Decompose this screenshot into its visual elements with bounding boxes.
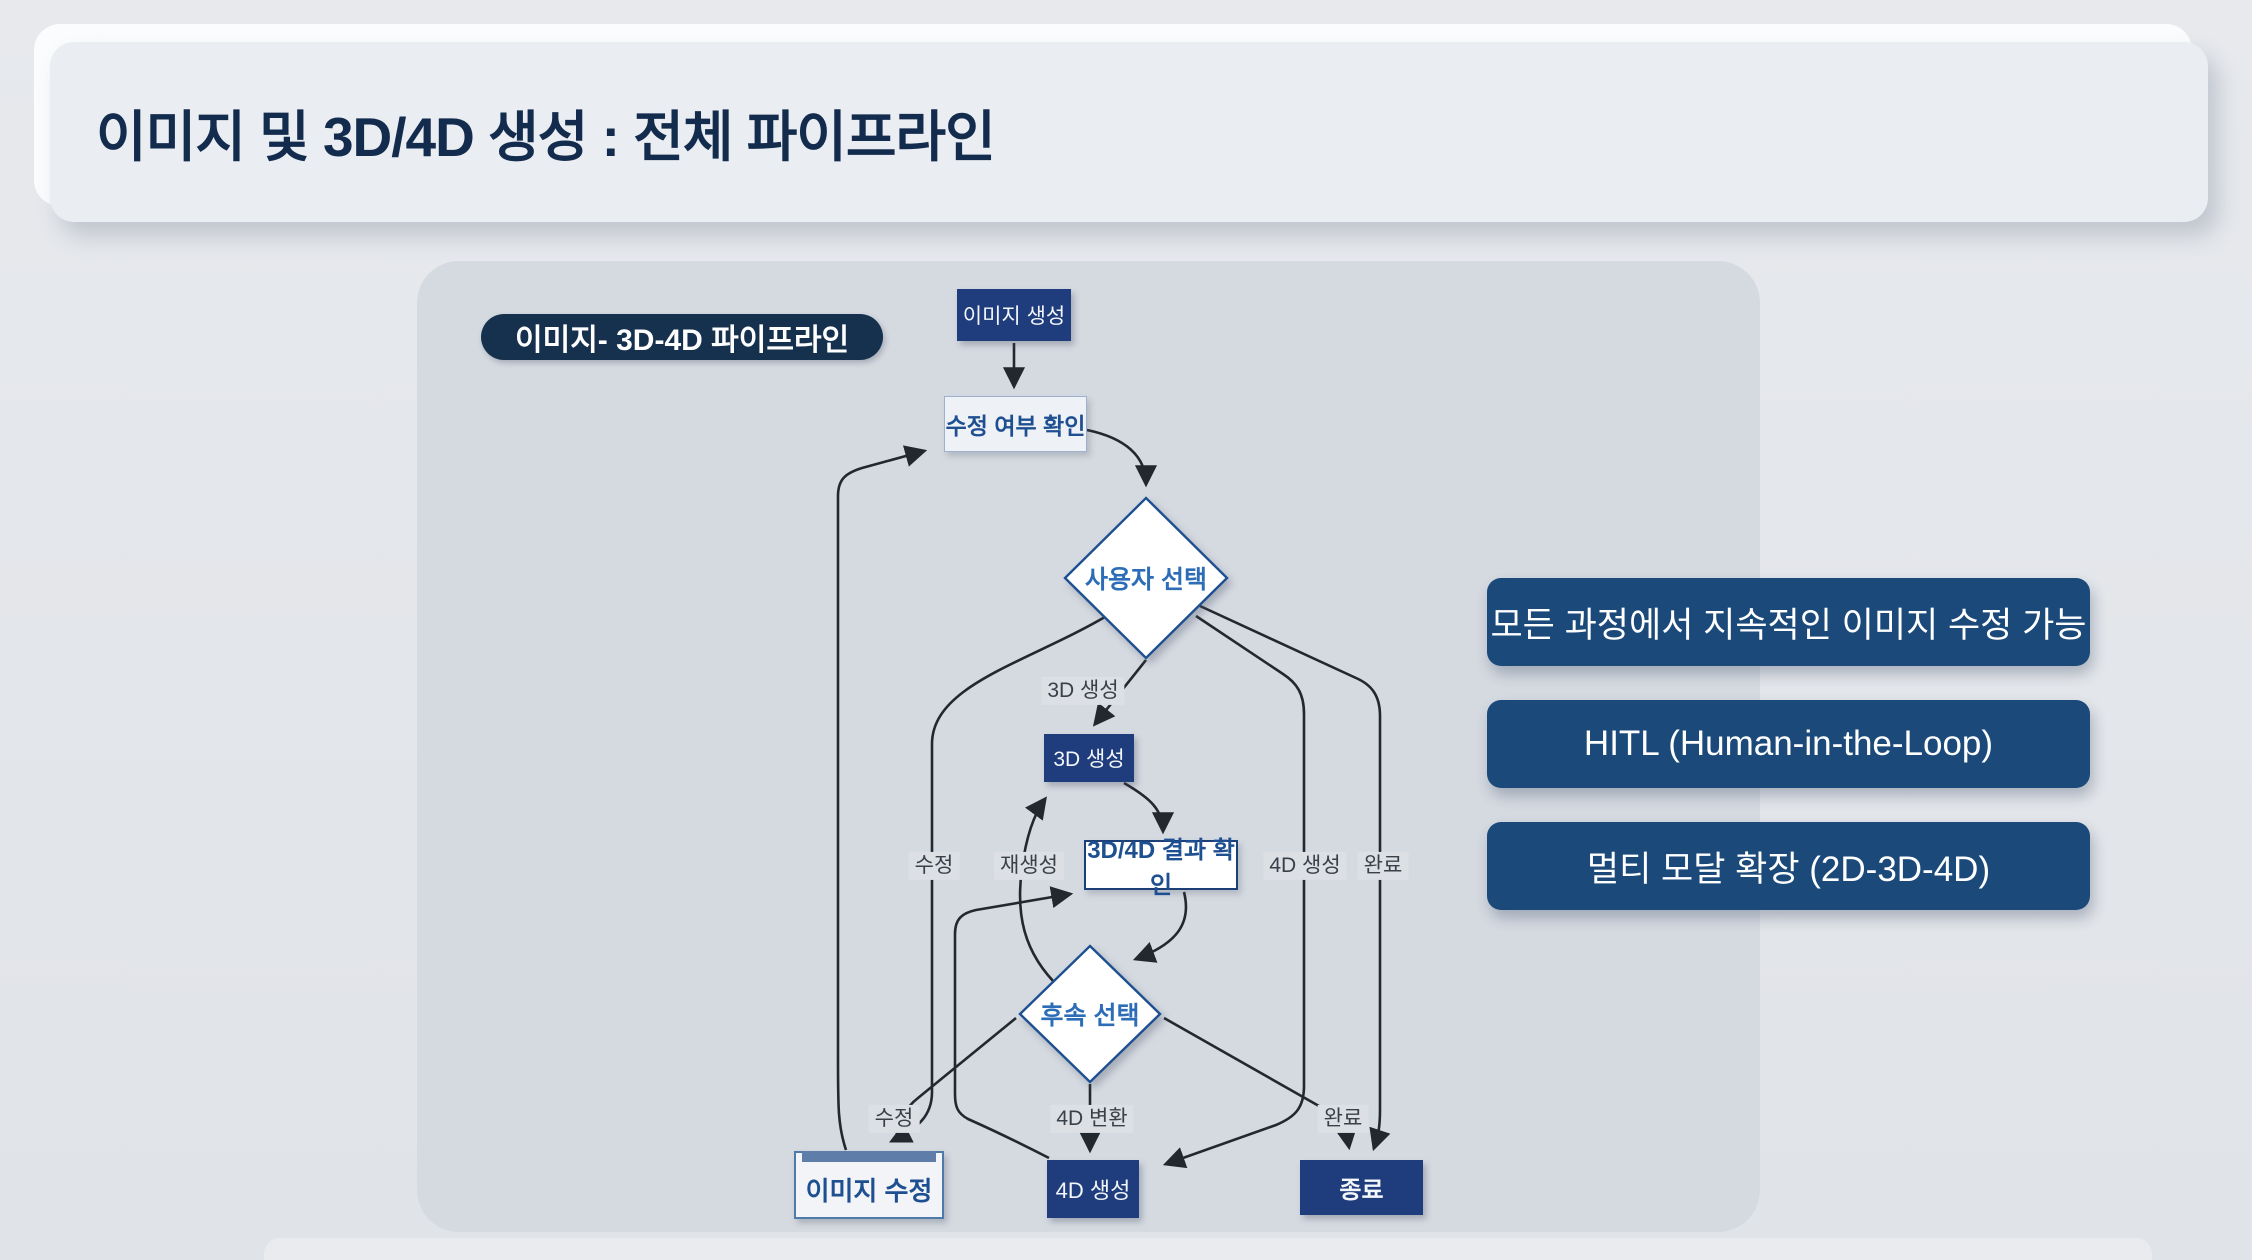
edge-label-done-from-follow: 완료 — [1317, 1104, 1369, 1134]
edge-userchoice-imageedit — [889, 612, 1111, 1143]
callout-continuous-image-edit: 모든 과정에서 지속적인 이미지 수정 가능 — [1487, 578, 2090, 666]
node-user-choice-label: 사용자 선택 — [1085, 566, 1207, 594]
edge-gen3d-resultcheck — [1123, 781, 1175, 835]
edge-label-edit-from-follow: 수정 — [868, 1104, 920, 1134]
edge-label-regenerate: 재생성 — [994, 851, 1064, 881]
node-4d-generation: 4D 생성 — [1047, 1160, 1139, 1218]
callout-multimodal-expansion: 멀티 모달 확장 (2D-3D-4D) — [1487, 822, 2090, 910]
node-end: 종료 — [1300, 1160, 1423, 1215]
edge-label-4d-generation: 4D 생성 — [1263, 851, 1347, 881]
node-image-edit-label: 이미지 수정 — [805, 1175, 933, 1206]
edge-userchoice-gen4d — [1162, 614, 1306, 1169]
node-edit-check: 수정 여부 확인 — [944, 396, 1087, 452]
edge-userchoice-end — [1199, 604, 1391, 1152]
edge-label-edit-from-user: 수정 — [908, 851, 960, 881]
image-edit-top-strip — [802, 1151, 936, 1162]
edge-followchoice-gen3d — [1018, 796, 1061, 989]
callout-hitl: HITL (Human-in-the-Loop) — [1487, 700, 2090, 788]
node-image-generation: 이미지 생성 — [957, 289, 1071, 341]
follow-choice-diamond — [1018, 944, 1162, 1084]
page-title: 이미지 및 3D/4D 생성 : 전체 파이프라인 — [96, 106, 996, 168]
edge-label-4d-convert: 4D 변환 — [1050, 1104, 1134, 1134]
node-3d4d-result-check: 3D/4D 결과 확인 — [1084, 837, 1238, 899]
edge-resultcheck-followchoice — [1132, 891, 1188, 963]
edge-label-3d-generation: 3D 생성 — [1041, 676, 1125, 706]
node-follow-choice-label: 후속 선택 — [1040, 1002, 1140, 1030]
node-3d-generation: 3D 생성 — [1044, 734, 1134, 782]
pipeline-badge: 이미지- 3D-4D 파이프라인 — [481, 314, 884, 360]
header-card: 이미지 및 3D/4D 생성 : 전체 파이프라인 — [50, 42, 2208, 222]
edge-label-done-from-user: 완료 — [1357, 851, 1409, 881]
user-choice-diamond — [1063, 496, 1229, 660]
edge-imageedit-editcheck — [836, 445, 928, 1151]
node-image-edit: 이미지 수정 — [794, 1151, 944, 1219]
edge-editcheck-userchoice — [1086, 428, 1158, 488]
edge-gen4d-resultcheck — [953, 886, 1074, 1160]
next-slide-card-peek — [264, 1238, 2152, 1260]
